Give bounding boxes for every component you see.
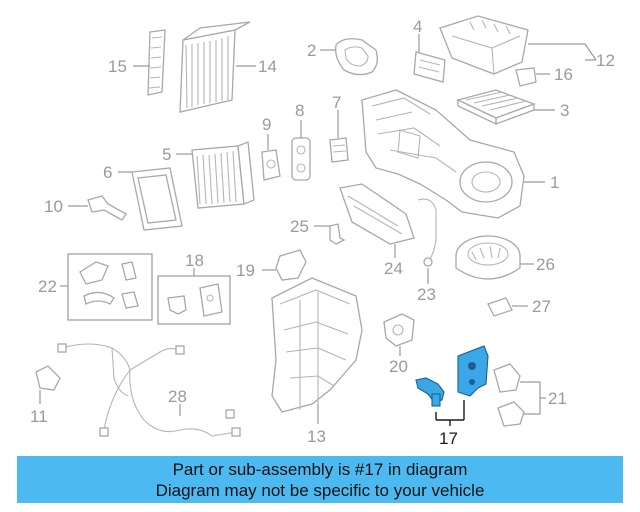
part-19-actuator [262, 249, 307, 281]
part-17-bracket[interactable] [457, 345, 489, 397]
callout-13[interactable]: 13 [307, 427, 326, 446]
part-11-sensor [35, 365, 61, 404]
part-26-blower-motor [455, 235, 534, 280]
callout-8[interactable]: 8 [295, 101, 304, 120]
callout-15[interactable]: 15 [108, 57, 127, 76]
part-5-evaporator [176, 141, 255, 209]
part-28-wiring-harness [57, 343, 241, 437]
part-14-heater-core [179, 21, 256, 113]
callout-17[interactable]: 17 [439, 429, 458, 448]
part-10-sensor [68, 195, 127, 221]
callout-labels: 15 14 2 4 12 16 3 9 8 7 5 6 1 10 25 26 2… [30, 17, 615, 448]
part-16-clip [515, 67, 550, 87]
part-2-gasket [320, 38, 378, 76]
info-banner: Part or sub-assembly is #17 in diagram D… [17, 456, 623, 503]
callout-22[interactable]: 22 [38, 277, 57, 296]
banner-line-part-info: Part or sub-assembly is #17 in diagram [172, 459, 468, 479]
part-6-frame [118, 167, 183, 231]
callout-3[interactable]: 3 [560, 101, 569, 120]
part-24-duct [339, 183, 415, 258]
callout-12[interactable]: 12 [596, 51, 615, 70]
callout-16[interactable]: 16 [554, 65, 573, 84]
part-9-bracket [261, 134, 281, 181]
callout-28[interactable]: 28 [168, 387, 187, 406]
part-1-hvac-housing [361, 89, 545, 219]
callout-26[interactable]: 26 [536, 255, 555, 274]
callout-9[interactable]: 9 [262, 115, 271, 134]
callout-10[interactable]: 10 [44, 197, 63, 216]
part-23-drain-hose [417, 198, 437, 284]
part-21-connectors [493, 363, 546, 427]
part-3-filter [456, 89, 555, 126]
parts-diagram: 15 14 2 4 12 16 3 9 8 7 5 6 1 10 25 26 2… [30, 15, 615, 448]
callout-19[interactable]: 19 [236, 261, 255, 280]
part-20-actuator [383, 313, 415, 356]
callout-21[interactable]: 21 [548, 389, 567, 408]
callout-6[interactable]: 6 [103, 163, 112, 182]
callout-24[interactable]: 24 [384, 259, 403, 278]
callout-25[interactable]: 25 [290, 217, 309, 236]
banner-line-disclaimer: Diagram may not be specific to your vehi… [155, 480, 485, 500]
part-4-plate [413, 34, 446, 83]
part-22-bracket-kit [60, 253, 153, 321]
part-15-seal [133, 29, 166, 96]
callout-18[interactable]: 18 [185, 251, 204, 270]
part-7-valve [329, 110, 349, 163]
callout-5[interactable]: 5 [162, 145, 171, 164]
part-27-resistor [487, 297, 528, 317]
callout-14[interactable]: 14 [258, 57, 277, 76]
callout-7[interactable]: 7 [332, 93, 341, 112]
callout-20[interactable]: 20 [389, 357, 408, 376]
part-18-kit [157, 268, 231, 325]
part-8-gasket [291, 120, 311, 181]
part-13-lower-housing [271, 277, 363, 424]
callout-23[interactable]: 23 [417, 285, 436, 304]
callout-11[interactable]: 11 [30, 407, 48, 426]
part-12-upper-housing [439, 15, 597, 75]
callout-2[interactable]: 2 [307, 41, 316, 60]
callout-27[interactable]: 27 [532, 297, 551, 316]
callout-1[interactable]: 1 [550, 173, 559, 192]
part-17-highlighted[interactable] [415, 345, 489, 426]
part-25-bolt [314, 223, 346, 245]
callout-4[interactable]: 4 [413, 17, 422, 36]
